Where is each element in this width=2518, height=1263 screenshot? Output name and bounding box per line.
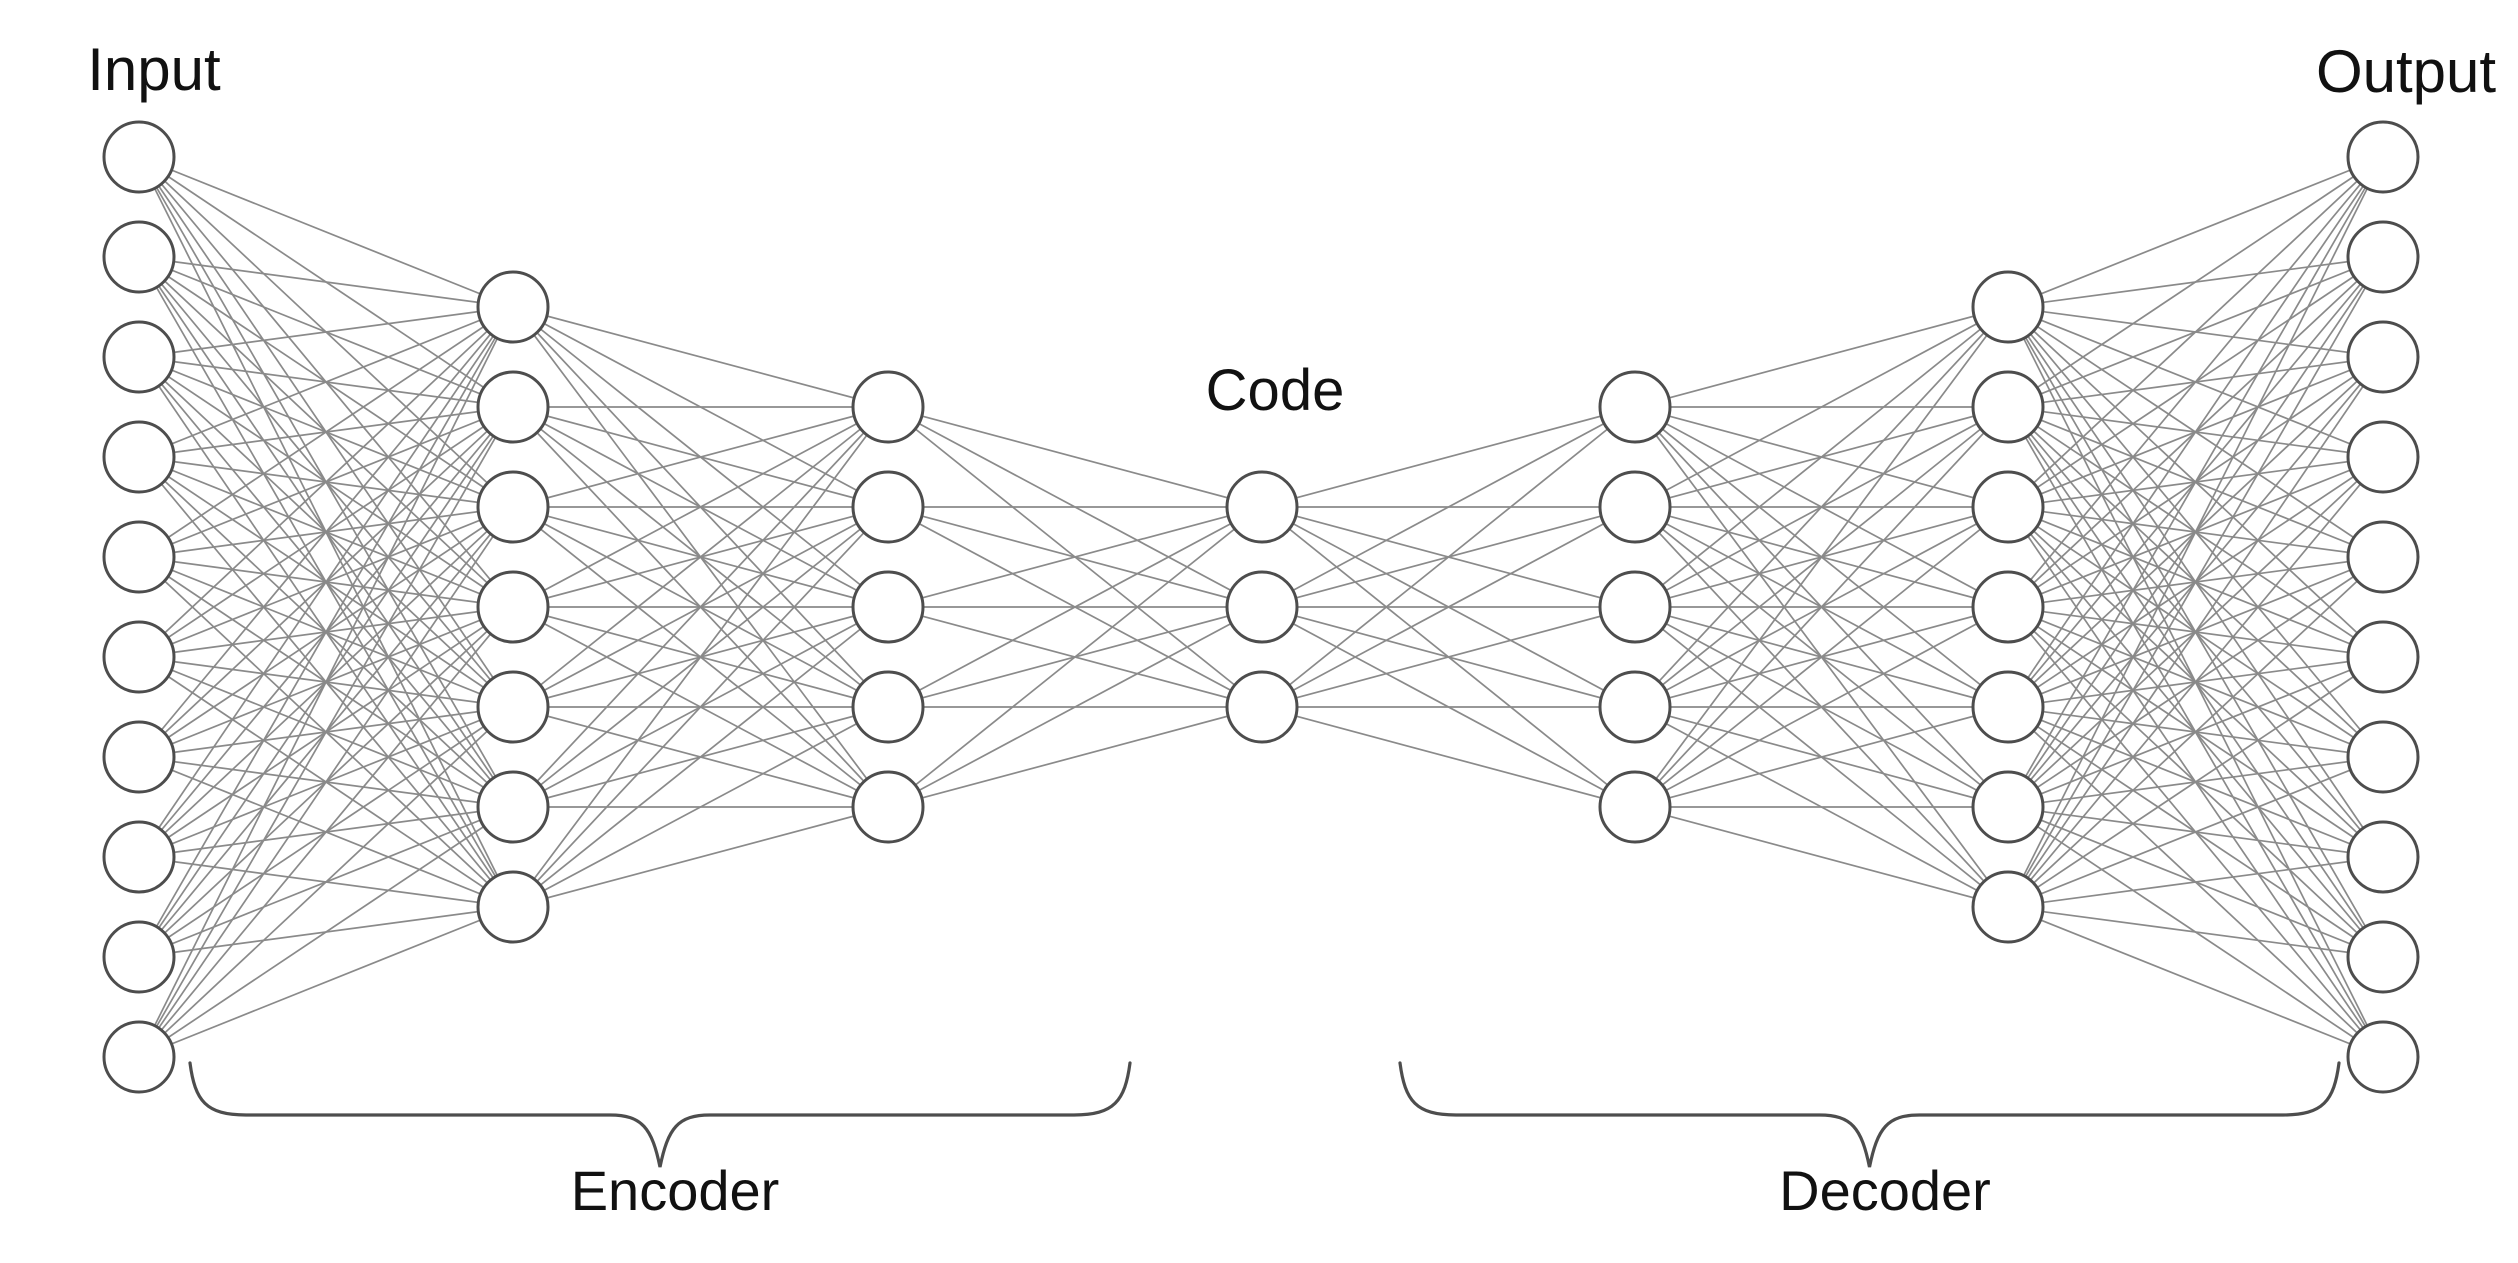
connection-edges [138, 156, 2384, 1058]
encoder-hidden-2-node-5 [851, 770, 925, 844]
output-label: Output [2316, 38, 2496, 105]
input-node-2 [102, 220, 176, 294]
output-node-5 [2346, 520, 2420, 594]
decoder-hidden-1-node-1 [1598, 370, 1672, 444]
decoder-hidden-2-node-1 [1971, 270, 2045, 344]
output-node-8 [2346, 820, 2420, 894]
encoder-hidden-1-node-6 [476, 770, 550, 844]
edges-code-to-decoder-hidden-1 [1261, 406, 1636, 808]
layer-decoder-hidden-1 [1598, 370, 1672, 844]
input-node-5 [102, 520, 176, 594]
encoder-label: Encoder [571, 1159, 780, 1222]
input-node-10 [102, 1020, 176, 1094]
encoder-hidden-1-node-2 [476, 370, 550, 444]
decoder-hidden-2-node-6 [1971, 770, 2045, 844]
decoder-brace [1398, 1061, 2341, 1168]
code-node-3 [1225, 670, 1299, 744]
output-node-10 [2346, 1020, 2420, 1094]
encoder-hidden-1-node-4 [476, 570, 550, 644]
encoder-hidden-2-node-1 [851, 370, 925, 444]
encoder-hidden-2-node-2 [851, 470, 925, 544]
decoder-label: Decoder [1779, 1159, 1991, 1222]
decoder-hidden-2-node-2 [1971, 370, 2045, 444]
layer-code [1225, 470, 1299, 744]
decoder-hidden-1-node-3 [1598, 570, 1672, 644]
layer-output [2346, 120, 2420, 1094]
layer-input [102, 120, 176, 1094]
decoder-hidden-2-node-3 [1971, 470, 2045, 544]
output-node-6 [2346, 620, 2420, 694]
output-node-3 [2346, 320, 2420, 394]
edges-decoder-hidden-2-to-output [2007, 156, 2384, 1058]
neuron-nodes [102, 120, 2420, 1094]
encoder-hidden-1-node-1 [476, 270, 550, 344]
code-node-1 [1225, 470, 1299, 544]
input-node-6 [102, 620, 176, 694]
code-label: Code [1206, 358, 1345, 423]
decoder-hidden-2-node-4 [1971, 570, 2045, 644]
encoder-hidden-2-node-4 [851, 670, 925, 744]
output-node-7 [2346, 720, 2420, 794]
output-node-2 [2346, 220, 2420, 294]
input-node-3 [102, 320, 176, 394]
encoder-hidden-1-node-5 [476, 670, 550, 744]
output-node-1 [2346, 120, 2420, 194]
layer-encoder-hidden-2 [851, 370, 925, 844]
encoder-hidden-2-node-3 [851, 570, 925, 644]
input-node-4 [102, 420, 176, 494]
encoder-brace [188, 1061, 1132, 1168]
encoder-hidden-1-node-3 [476, 470, 550, 544]
decoder-hidden-2-node-7 [1971, 870, 2045, 944]
decoder-hidden-1-node-2 [1598, 470, 1672, 544]
output-node-9 [2346, 920, 2420, 994]
encoder-hidden-1-node-7 [476, 870, 550, 944]
edges-decoder-hidden-1-to-decoder-hidden-2 [1634, 306, 2009, 908]
input-label: Input [87, 36, 221, 103]
output-node-4 [2346, 420, 2420, 494]
input-node-8 [102, 820, 176, 894]
input-node-7 [102, 720, 176, 794]
decoder-hidden-1-node-5 [1598, 770, 1672, 844]
input-node-9 [102, 920, 176, 994]
input-node-1 [102, 120, 176, 194]
code-node-2 [1225, 570, 1299, 644]
edges-input-to-encoder-hidden-1 [138, 156, 514, 1058]
decoder-hidden-1-node-4 [1598, 670, 1672, 744]
decoder-hidden-2-node-5 [1971, 670, 2045, 744]
layer-decoder-hidden-2 [1971, 270, 2045, 944]
edges-encoder-hidden-2-to-code [887, 406, 1263, 808]
edges-encoder-hidden-1-to-encoder-hidden-2 [512, 306, 889, 908]
layer-encoder-hidden-1 [476, 270, 550, 944]
